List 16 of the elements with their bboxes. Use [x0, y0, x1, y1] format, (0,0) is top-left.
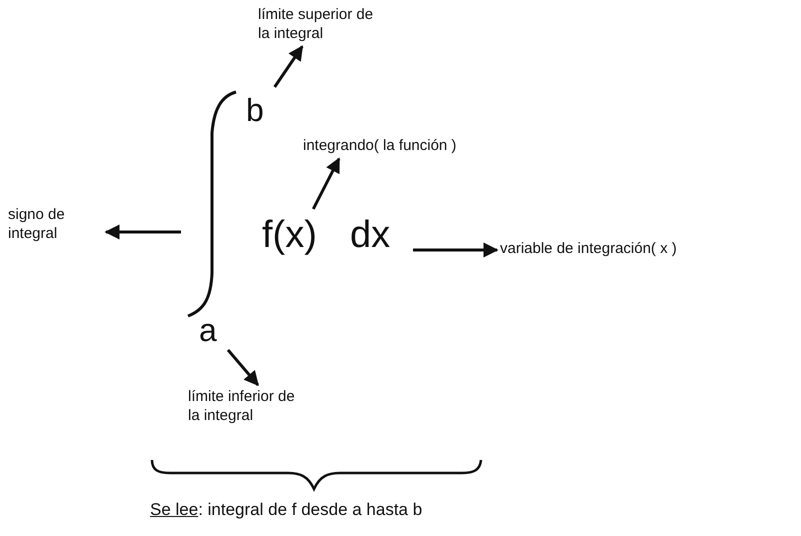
reading-text: : integral de f desde a hasta b: [198, 500, 422, 519]
math-symbol: dx: [350, 212, 410, 260]
arrow: [413, 242, 498, 258]
reading-label: Se lee: [150, 500, 198, 519]
math-symbol: f(x): [262, 212, 334, 260]
annotation-text: variable de integración( x ): [500, 240, 800, 259]
math-symbol: b: [246, 90, 272, 130]
arrow: [104, 224, 181, 240]
annotation-text: límite inferior de la integral: [188, 388, 306, 426]
annotation-text: integrando( la función ): [303, 137, 583, 156]
annotation-text: signo de integral: [8, 206, 103, 244]
arrow: [226, 348, 260, 386]
arrow: [312, 157, 340, 210]
math-symbol: a: [199, 310, 225, 350]
arrow: [273, 45, 304, 88]
annotation-text: límite superior de la integral: [258, 6, 376, 44]
